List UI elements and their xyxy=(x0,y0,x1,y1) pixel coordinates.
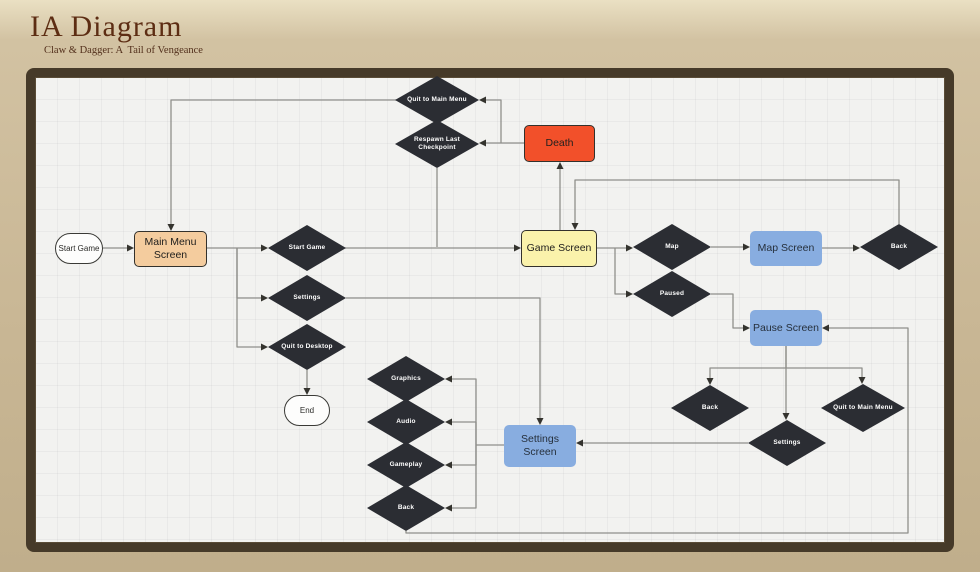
node-quit-to-desktop: Quit to Desktop xyxy=(268,324,346,370)
node-start: Start Game xyxy=(55,233,103,264)
node-pause-screen: Pause Screen xyxy=(750,310,822,346)
page-header: IA Diagram Claw & Dagger: A Tail of Veng… xyxy=(30,10,203,56)
node-respawn-checkpoint: Respawn Last Checkpoint xyxy=(395,120,479,168)
node-label: Gameplay xyxy=(389,461,423,469)
node-map-choice: Map xyxy=(633,224,711,270)
node-label: Graphics xyxy=(391,375,421,383)
node-death: Death xyxy=(524,125,595,162)
page-subtitle: Claw & Dagger: A Tail of Vengeance xyxy=(44,45,203,56)
node-label: End xyxy=(299,405,315,415)
node-graphics-choice: Graphics xyxy=(367,356,445,402)
node-label: Back xyxy=(890,243,908,251)
node-settings-screen: Settings Screen xyxy=(504,425,576,467)
node-label: Audio xyxy=(396,418,416,426)
node-label: Respawn Last Checkpoint xyxy=(413,136,461,151)
node-start-game-choice: Start Game xyxy=(268,225,346,271)
node-label: Pause Screen xyxy=(753,321,819,334)
node-audio-choice: Audio xyxy=(367,399,445,445)
node-label: Settings xyxy=(293,294,321,302)
node-label: Settings xyxy=(773,439,801,447)
node-back-map: Back xyxy=(860,224,938,270)
node-end: End xyxy=(284,395,330,426)
node-main-menu-screen: Main Menu Screen xyxy=(134,231,207,267)
node-label: Quit to Main Menu xyxy=(407,96,467,104)
node-game-screen: Game Screen xyxy=(521,230,597,267)
node-map-screen: Map Screen xyxy=(750,231,822,266)
node-label: Quit to Desktop xyxy=(281,343,333,351)
node-settings-main: Settings xyxy=(268,275,346,321)
node-label: Quit to Main Menu xyxy=(833,404,893,412)
node-label: Map Screen xyxy=(757,242,815,255)
node-label: Main Menu Screen xyxy=(144,236,197,261)
node-label: Start Game xyxy=(288,244,326,252)
node-paused-choice: Paused xyxy=(633,271,711,317)
node-label: Death xyxy=(545,137,574,150)
node-label: Start Game xyxy=(58,243,100,253)
node-quit-to-main-top: Quit to Main Menu xyxy=(395,76,479,124)
node-back-pause: Back xyxy=(671,385,749,431)
node-label: Paused xyxy=(659,290,685,298)
node-label: Back xyxy=(397,504,415,512)
node-label: Settings Screen xyxy=(521,433,559,458)
node-label: Map xyxy=(665,243,679,251)
node-gameplay-choice: Gameplay xyxy=(367,442,445,488)
node-label: Game Screen xyxy=(526,242,592,255)
node-quit-to-main-pause: Quit to Main Menu xyxy=(821,384,905,432)
node-settings-pause: Settings xyxy=(748,420,826,466)
page-title: IA Diagram xyxy=(30,10,183,43)
node-back-settings: Back xyxy=(367,485,445,531)
node-label: Back xyxy=(701,404,719,412)
